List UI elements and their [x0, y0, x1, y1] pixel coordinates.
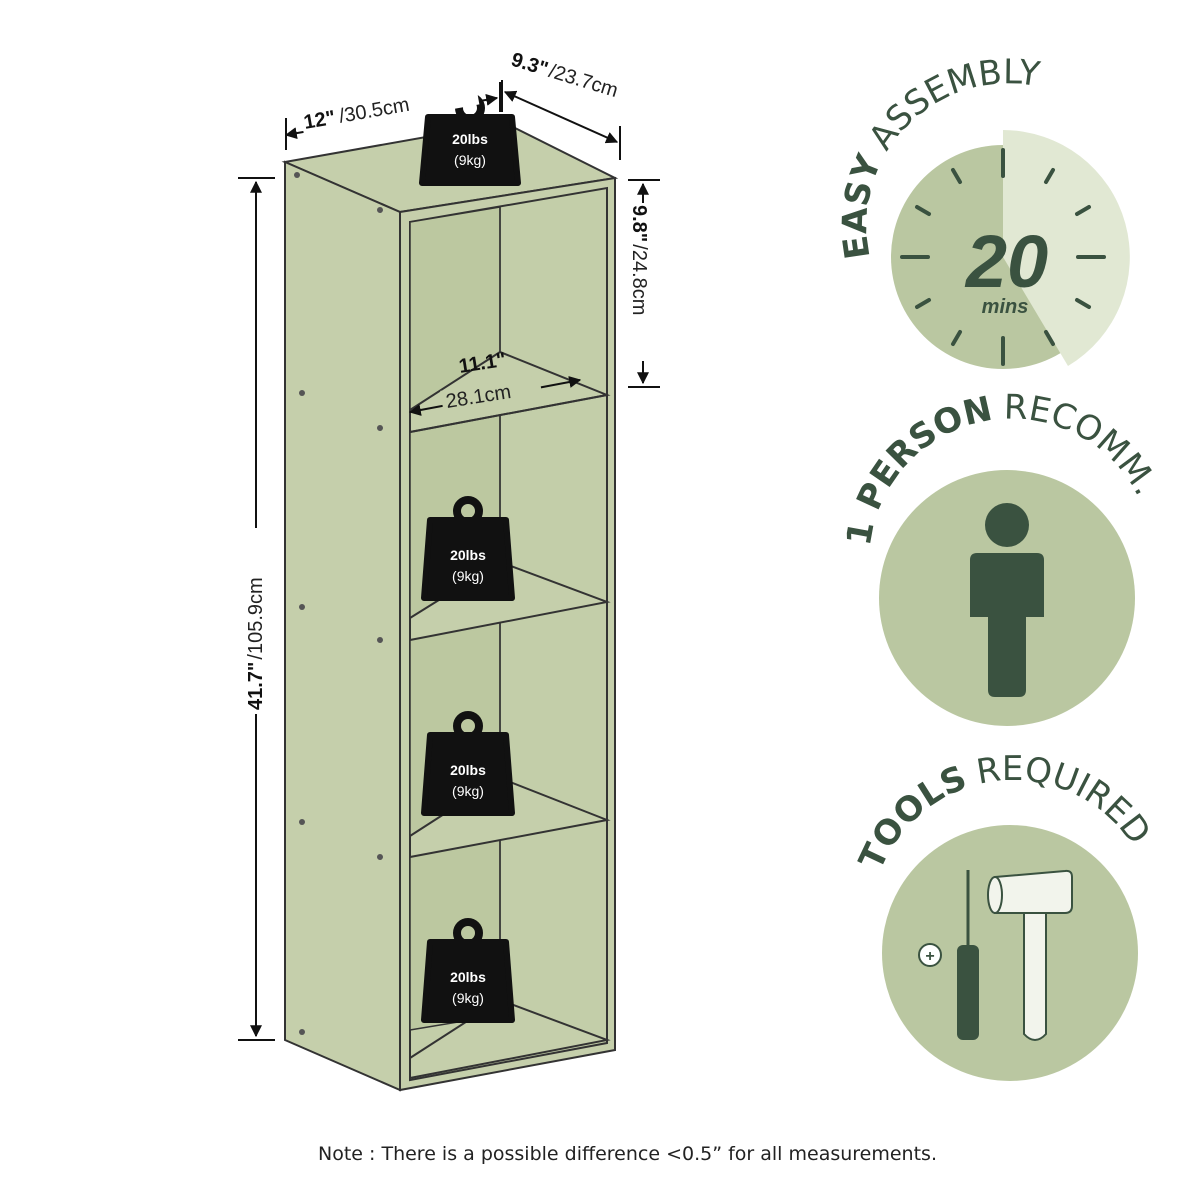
weight-lbs: 20lbs: [450, 762, 486, 778]
badge-easy-assembly: 20 mins EASYASSEMBLY: [835, 52, 1130, 369]
svg-text:9.8"/24.8cm: 9.8"/24.8cm: [628, 205, 650, 315]
assembly-time: 20: [964, 220, 1048, 303]
weight-icon-4: 20lbs (9kg): [421, 918, 515, 1023]
weight-lbs: 20lbs: [450, 547, 486, 563]
weight-kg: (9kg): [452, 568, 484, 584]
hammer-icon: [987, 869, 1073, 1041]
screwdriver-icon: +: [918, 870, 979, 1040]
weight-kg: (9kg): [452, 990, 484, 1006]
depth-cm: /23.7cm: [546, 60, 620, 102]
depth-inch: 9.3": [509, 49, 551, 81]
assembly-unit: mins: [982, 296, 1029, 318]
dimension-cube-height: 9.8"/24.8cm: [627, 179, 660, 388]
measurement-note: Note : There is a possible difference <0…: [318, 1143, 937, 1165]
total-height-inch: 41.7": [245, 662, 267, 710]
total-height-cm: /105.9cm: [245, 577, 267, 659]
svg-text:+: +: [925, 948, 934, 965]
weight-icon-2: 20lbs (9kg): [421, 496, 515, 601]
person-icon: [970, 503, 1044, 697]
weight-lbs: 20lbs: [450, 969, 486, 985]
dimension-total-height: 41.7" /105.9cm: [238, 177, 275, 1041]
weight-icon-3: 20lbs (9kg): [421, 711, 515, 816]
cube-height-inch: 9.8": [628, 205, 650, 242]
clock-icon: [900, 148, 1106, 366]
tools-icon: +: [918, 869, 1073, 1041]
screw-dots: [294, 172, 383, 1035]
svg-text:12"/30.5cm: 12"/30.5cm: [302, 94, 411, 134]
cube-height-cm: /24.8cm: [628, 244, 650, 315]
weight-kg: (9kg): [454, 152, 486, 168]
badge-tools-required: + TOOLSREQUIRED: [852, 749, 1158, 1081]
weight-lbs: 20lbs: [452, 131, 488, 147]
weight-kg: (9kg): [452, 783, 484, 799]
svg-text:41.7"/105.9cm: 41.7" /105.9cm: [245, 577, 267, 710]
width-inch: 12": [302, 107, 337, 134]
